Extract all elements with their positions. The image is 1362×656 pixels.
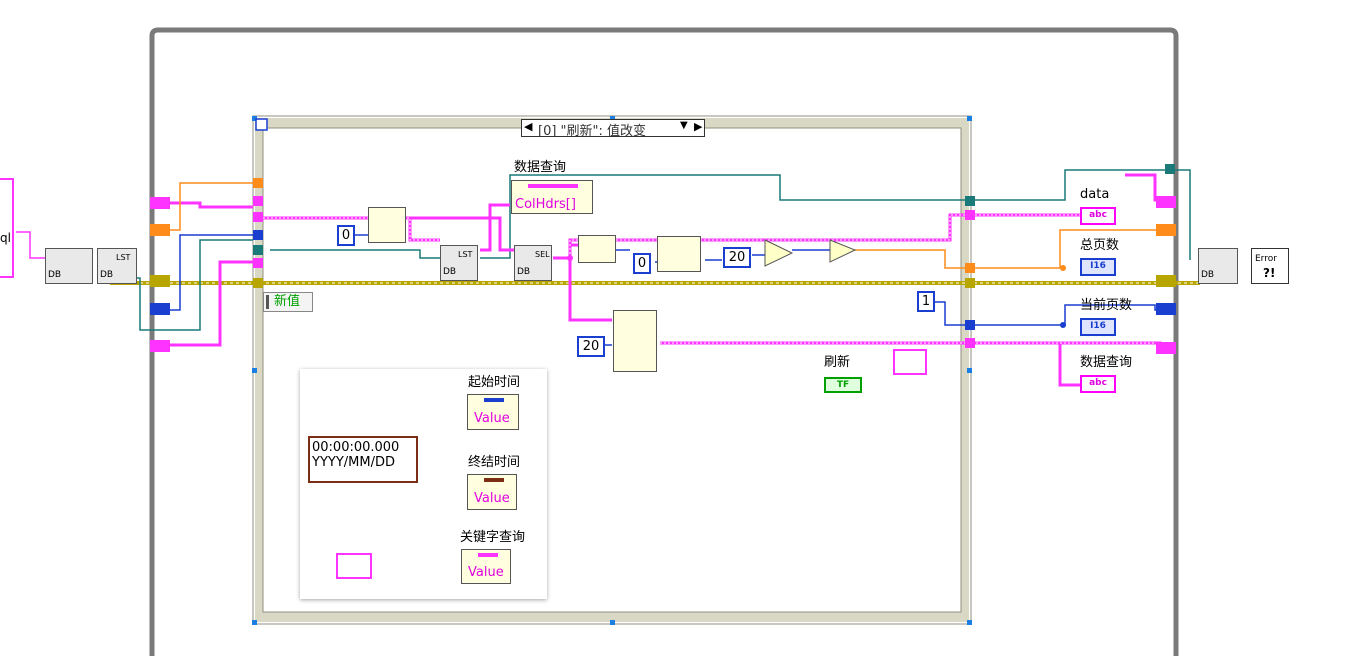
while-loop-frame — [149, 27, 1179, 656]
unwired-string-constant[interactable] — [893, 349, 927, 375]
keyword-property-node[interactable]: Value — [461, 549, 511, 584]
simple-error-handler-node[interactable]: Error ?! — [1251, 248, 1289, 284]
index-array-node-a[interactable] — [368, 207, 406, 243]
sql-input-wire — [16, 231, 45, 259]
query-data-label: 数据查询 — [514, 160, 567, 175]
query-data-out-indicator[interactable]: abc — [1080, 375, 1116, 393]
start-time-property-node[interactable]: Value — [467, 394, 519, 430]
total-pages-label: 总页数 — [1080, 238, 1120, 253]
twenty-constant-a[interactable]: 20 — [723, 247, 751, 268]
error-icon: Error — [1255, 254, 1277, 264]
array-subset-node[interactable] — [613, 310, 657, 372]
sql-label: ql — [0, 231, 11, 245]
prev-case-arrow[interactable]: ◀ — [524, 120, 533, 133]
current-page-label: 当前页数 — [1080, 298, 1133, 313]
start-time-label: 起始时间 — [468, 375, 521, 390]
colhdrs-property: ColHdrs[] — [515, 197, 576, 212]
case-label: [0] "刷新": 值改变 — [538, 124, 647, 139]
db-close-connection-node[interactable]: DB — [1198, 248, 1238, 284]
next-case-arrow[interactable]: ▶ — [694, 120, 703, 133]
while-left-tunnels — [150, 197, 170, 352]
time-query-panel: 00:00:00.000 YYYY/MM/DD 起始时间 Value 终结时间 … — [300, 369, 547, 599]
db-list-columns-node[interactable]: LST DB — [440, 245, 478, 281]
keyword-query-label: 关键字查询 — [460, 530, 526, 545]
query-data-property-node[interactable]: ColHdrs[] — [511, 180, 593, 214]
refresh-bool-terminal[interactable]: TF — [824, 377, 862, 393]
data-label: data — [1080, 187, 1110, 202]
array-size-node[interactable] — [578, 235, 616, 263]
case-dropdown-arrow[interactable]: ▼ — [680, 120, 688, 131]
new-value-event-data[interactable]: 新值 — [263, 292, 313, 312]
refresh-label: 刷新 — [824, 355, 851, 370]
zero-constant-a[interactable]: 0 — [337, 225, 355, 246]
zero-constant-b[interactable]: 0 — [633, 253, 651, 274]
db-open-connection-node[interactable]: DB — [45, 248, 93, 284]
end-time-label: 终结时间 — [468, 455, 521, 470]
while-right-tunnels — [1156, 164, 1176, 354]
twenty-constant-b[interactable]: 20 — [577, 336, 605, 357]
db-select-data-node[interactable]: SEL DB — [514, 245, 552, 281]
sql-string-control[interactable] — [0, 178, 14, 278]
data-indicator[interactable]: abc — [1080, 207, 1116, 225]
end-time-property-node[interactable]: Value — [467, 474, 517, 510]
one-constant[interactable]: 1 — [917, 291, 935, 312]
round-up-primitive — [829, 239, 857, 263]
divide-primitive — [764, 239, 794, 267]
total-pages-indicator[interactable]: I16 — [1080, 258, 1116, 276]
event-tunnels — [253, 178, 975, 348]
timeout-icon — [255, 118, 268, 131]
current-page-indicator[interactable]: I16 — [1080, 318, 1116, 336]
timestamp-constant[interactable]: 00:00:00.000 YYYY/MM/DD — [308, 436, 418, 483]
db-list-tables-node[interactable]: LST DB — [97, 248, 137, 284]
index-array-node-b[interactable] — [657, 236, 701, 272]
event-case-selector[interactable]: ◀ [0] "刷新": 值改变 ▼ ▶ — [521, 119, 705, 139]
keyword-string-constant[interactable] — [336, 553, 372, 579]
query-data-out-label: 数据查询 — [1080, 355, 1133, 370]
